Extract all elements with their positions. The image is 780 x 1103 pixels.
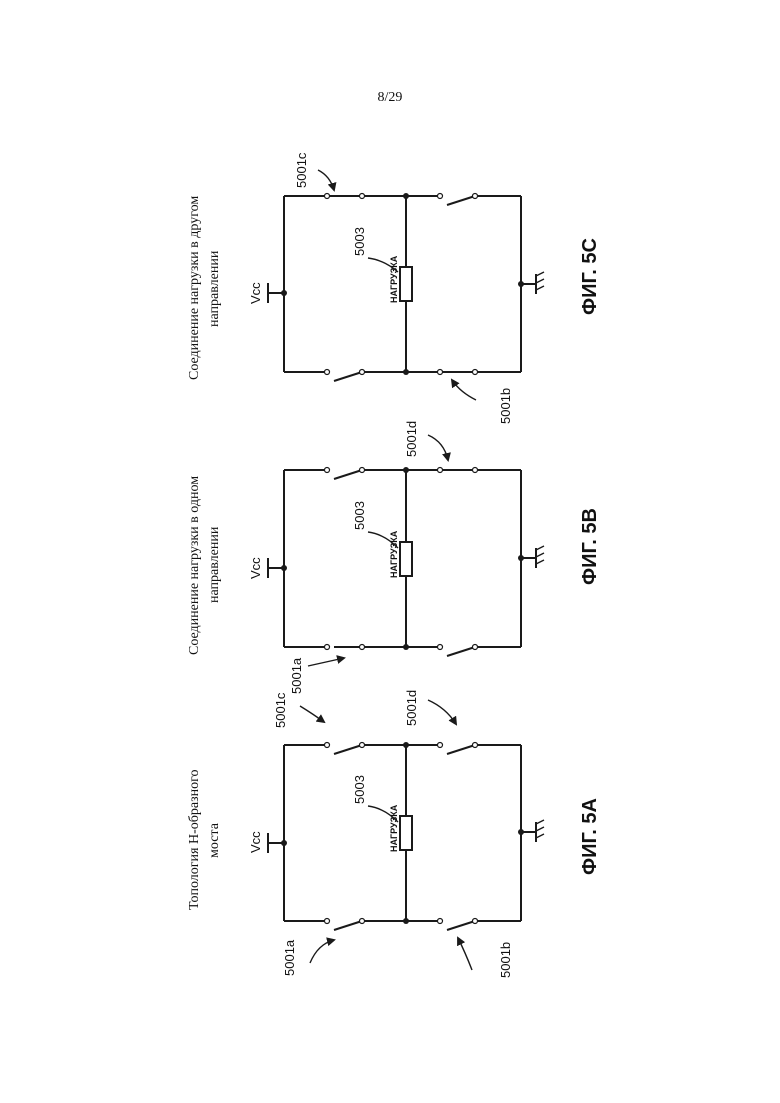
fig-5a-sw-c-arrow bbox=[300, 706, 324, 722]
fig-5a-sw-a-arrow bbox=[310, 940, 334, 963]
switch-open bbox=[334, 372, 362, 381]
load-resistor bbox=[400, 816, 412, 850]
figure-5c: Соединение нагрузки в другом направлении bbox=[187, 152, 601, 424]
fig-5a-sw-d-arrow bbox=[428, 700, 456, 724]
fig-5b-load-ref: 5003 bbox=[352, 501, 367, 530]
load-resistor bbox=[400, 542, 412, 576]
fig-5c-label: ФИГ. 5С bbox=[579, 238, 601, 315]
fig-5b-vcc-label: Vcc bbox=[248, 557, 263, 579]
switch-5001a bbox=[334, 921, 362, 930]
switch-5001c bbox=[334, 745, 362, 754]
fig-5b-caption-line1: Соединение нагрузки в одном bbox=[187, 476, 202, 655]
fig-5a-vcc-label: Vcc bbox=[248, 831, 263, 853]
fig-5a-sw-b-label: 5001b bbox=[498, 942, 513, 978]
fig-5a-circuit bbox=[268, 742, 544, 930]
fig-5b-sw-d-label: 5001d bbox=[404, 421, 419, 457]
fig-5b-label: ФИГ. 5В bbox=[579, 508, 601, 585]
fig-5a-sw-b-arrow bbox=[458, 938, 472, 970]
fig-5a-load-ref: 5003 bbox=[352, 775, 367, 804]
fig-5c-caption-line1: Соединение нагрузки в другом bbox=[187, 196, 202, 380]
fig-5b-sw-a-arrow bbox=[308, 658, 344, 666]
switch-open bbox=[334, 470, 362, 479]
fig-5a-sw-c-label: 5001c bbox=[273, 692, 288, 728]
switch-5001b bbox=[447, 921, 475, 930]
fig-5c-sw-c-arrow bbox=[318, 170, 334, 190]
fig-5a-load-label: НАГРУЗКА bbox=[389, 804, 399, 852]
switch-open bbox=[447, 196, 475, 205]
figure-5a: Топология H-образного моста bbox=[187, 690, 601, 978]
fig-5b-caption-line2: направлении bbox=[207, 526, 222, 603]
fig-5c-caption-line2: направлении bbox=[207, 250, 222, 327]
fig-5a-caption-line2: моста bbox=[207, 822, 222, 858]
fig-5c-load-ref: 5003 bbox=[352, 227, 367, 256]
switch-5001d bbox=[447, 745, 475, 754]
switch-open bbox=[447, 647, 475, 656]
fig-5b-circuit bbox=[268, 467, 544, 656]
fig-5a-label: ФИГ. 5А bbox=[579, 798, 601, 875]
fig-5b-sw-d-arrow bbox=[428, 435, 448, 460]
load-resistor bbox=[400, 267, 412, 301]
fig-5c-sw-c-label: 5001c bbox=[294, 152, 309, 188]
fig-5b-load-label: НАГРУЗКА bbox=[389, 530, 399, 578]
fig-5a-caption-line1: Топология H-образного bbox=[187, 770, 202, 911]
fig-5c-sw-b-arrow bbox=[452, 380, 476, 400]
fig-5a-sw-a-label: 5001a bbox=[282, 939, 297, 976]
figure-5b: Соединение нагрузки в одном направлении bbox=[187, 421, 601, 694]
fig-5c-sw-b-label: 5001b bbox=[498, 388, 513, 424]
fig-5b-sw-a-label: 5001a bbox=[289, 657, 304, 694]
fig-5c-vcc-label: Vcc bbox=[248, 282, 263, 304]
fig-5c-load-label: НАГРУЗКА bbox=[389, 255, 399, 303]
fig-5c-circuit bbox=[268, 193, 544, 381]
fig-5a-sw-d-label: 5001d bbox=[404, 690, 419, 726]
